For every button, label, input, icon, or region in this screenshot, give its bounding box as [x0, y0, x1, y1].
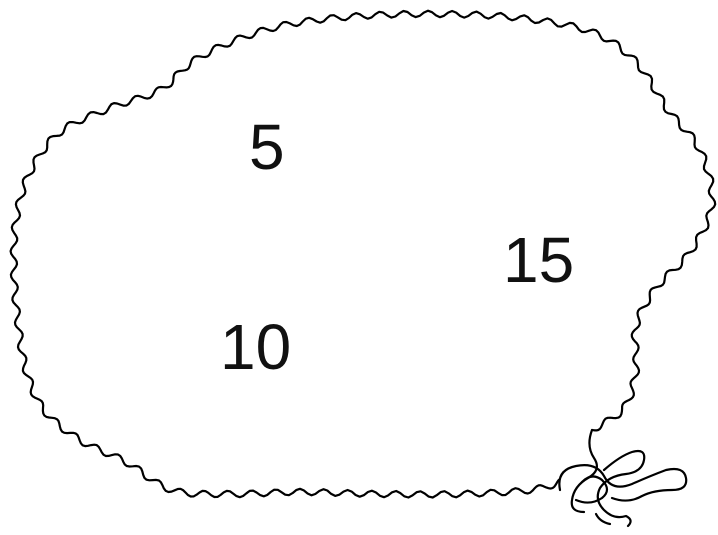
- number-label: 15: [503, 228, 574, 292]
- knot-strand: [576, 476, 607, 502]
- wavy-cloud-outline: [11, 11, 716, 498]
- knot-strand: [598, 451, 645, 526]
- number-label: 10: [220, 315, 291, 379]
- number-label: 5: [249, 115, 285, 179]
- tangled-knot: [559, 430, 686, 526]
- knot-strand: [596, 514, 610, 524]
- knot-strand: [559, 465, 686, 500]
